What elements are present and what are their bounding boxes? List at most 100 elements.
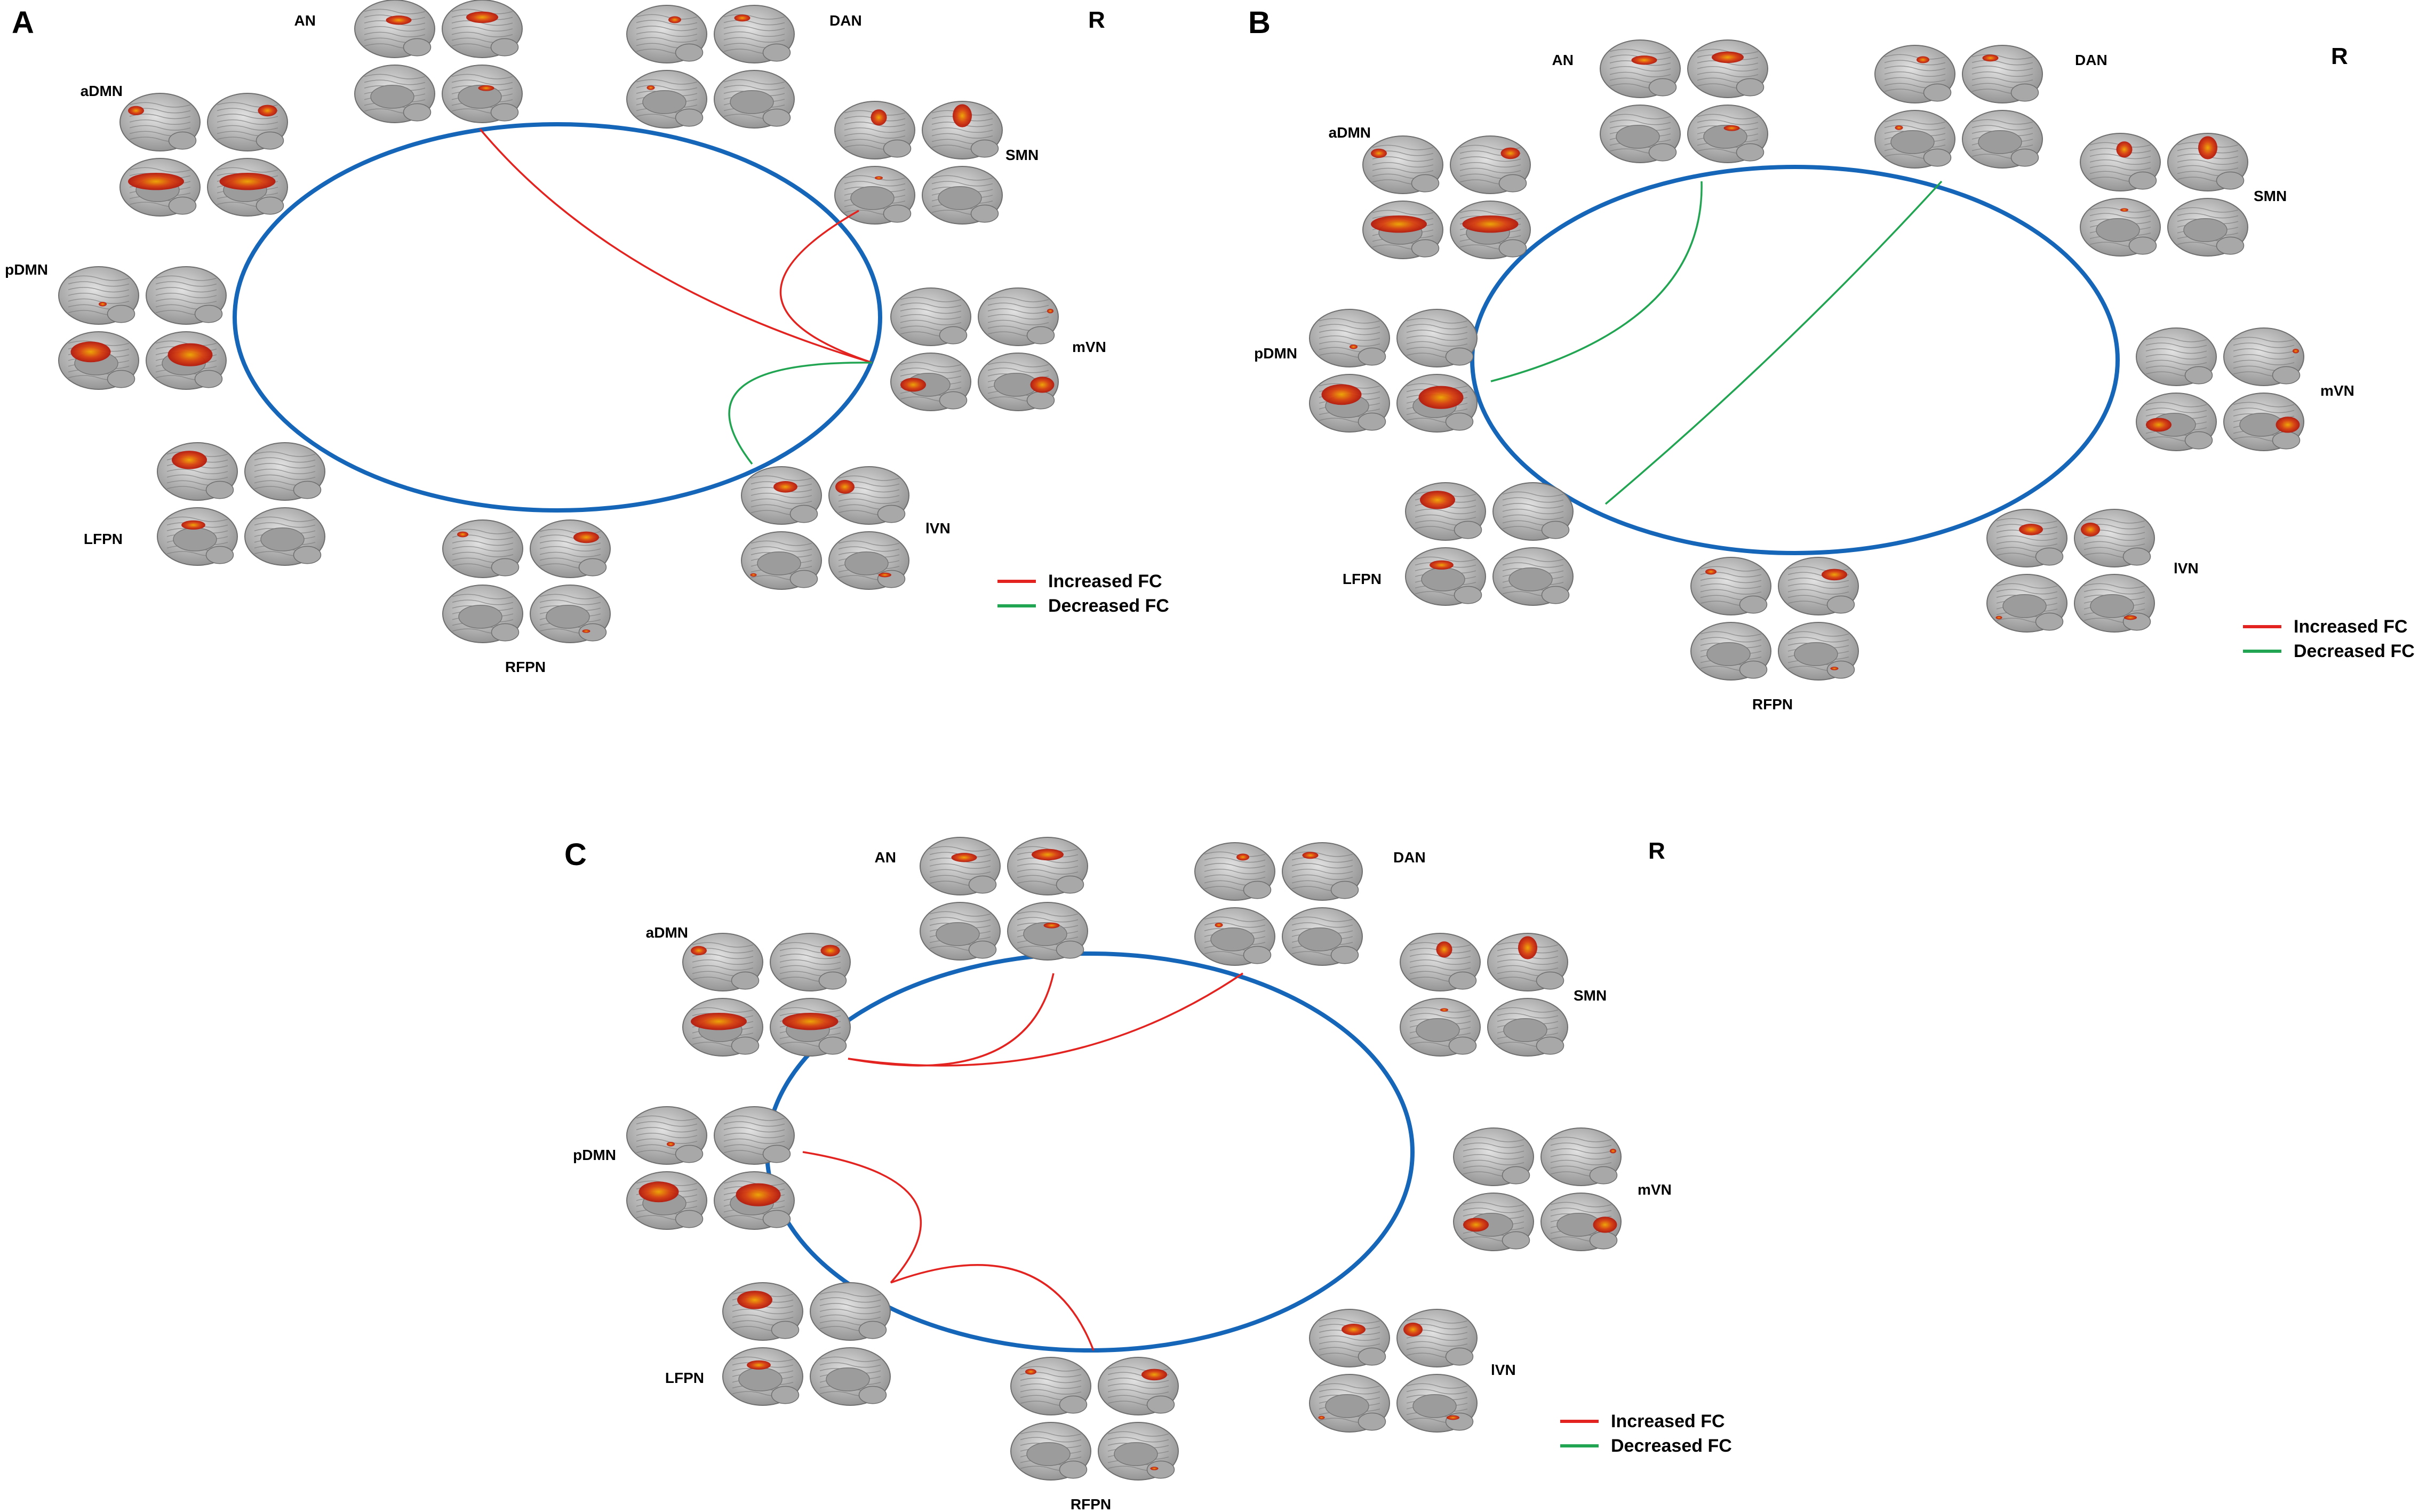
network-rfpn-brain-view-3 — [1010, 1422, 1091, 1481]
network-label-dan: DAN — [2075, 52, 2107, 68]
network-smn-activation — [1440, 1008, 1448, 1012]
hemisphere-label: R — [1648, 838, 1665, 864]
network-smn-brain-maps — [834, 101, 1003, 225]
network-label-lfpn: LFPN — [1343, 571, 1382, 587]
network-rfpn-activation — [1150, 1467, 1159, 1470]
network-smn-brain-view-4 — [2167, 198, 2248, 257]
connection-admn-an — [848, 973, 1055, 1067]
network-lfpn-brain-view-1 — [1405, 482, 1486, 541]
network-admn-brain-maps — [119, 93, 288, 217]
network-pdmn-brain-view-1 — [58, 266, 139, 325]
network-pdmn-activation — [70, 341, 111, 363]
network-an-activation — [1712, 51, 1744, 63]
network-rfpn-activation — [1141, 1369, 1167, 1381]
network-lfpn-activation — [737, 1291, 772, 1309]
network-label-rfpn: RFPN — [1752, 696, 1793, 713]
network-rfpn-brain-view-1 — [1010, 1357, 1091, 1415]
legend-label-increased: Increased FC — [1611, 1411, 1725, 1431]
network-lfpn-brain-view-1 — [157, 442, 238, 501]
network-smn-brain-view-2 — [1487, 933, 1568, 991]
network-mvn-brain-maps — [1453, 1127, 1622, 1251]
network-label-an: AN — [1552, 52, 1574, 68]
legend-label-decreased: Decreased FC — [1611, 1436, 1732, 1456]
network-dan-activation — [1917, 56, 1929, 63]
network-lvn-brain-view-3 — [741, 531, 822, 590]
network-dan-brain-view-4 — [714, 70, 795, 129]
network-smn-brain-view-3 — [2080, 198, 2161, 257]
network-pdmn-activation — [167, 343, 213, 366]
network-lfpn-brain-view-2 — [1492, 482, 1574, 541]
network-smn-brain-view-1 — [2080, 133, 2161, 191]
network-lvn-brain-view-4 — [1396, 1374, 1478, 1433]
network-dan-activation — [1895, 125, 1903, 130]
network-lfpn-brain-maps — [1405, 482, 1574, 606]
network-smn-activation — [953, 104, 972, 127]
connection-an-mvn — [479, 128, 873, 364]
network-admn-activation — [691, 1013, 747, 1030]
network-lfpn-activation — [1420, 491, 1455, 509]
network-pdmn-brain-view-2 — [146, 266, 227, 325]
network-rfpn-brain-view-1 — [1690, 557, 1771, 615]
network-an-brain-view-3 — [354, 65, 435, 123]
network-mvn-activation — [1047, 308, 1053, 314]
network-lvn-brain-view-2 — [1396, 1309, 1478, 1367]
network-an-activation — [386, 15, 412, 25]
network-admn-activation — [691, 946, 707, 956]
network-lvn-brain-maps — [1986, 509, 2155, 633]
network-dan-brain-view-1 — [626, 5, 707, 63]
network-lvn-activation — [1995, 615, 2002, 620]
connectivity-ring — [1470, 165, 2120, 555]
network-rfpn-activation — [1025, 1369, 1036, 1375]
network-lfpn-brain-view-4 — [1492, 547, 1574, 606]
connection-an-pdmn — [1490, 181, 1703, 382]
legend-label-increased: Increased FC — [1048, 571, 1162, 591]
network-label-dan: DAN — [1393, 849, 1426, 866]
network-lfpn-activation — [172, 451, 207, 469]
network-mvn-activation — [1593, 1217, 1617, 1233]
network-lvn-brain-view-4 — [828, 531, 909, 590]
network-admn-activation — [128, 106, 144, 116]
connection-mvn-lvn — [728, 362, 873, 465]
panel-label: A — [12, 5, 34, 40]
network-smn-brain-view-4 — [922, 166, 1003, 225]
network-rfpn-activation — [1705, 569, 1717, 575]
network-lvn-activation — [835, 479, 855, 494]
network-dan-activation — [1982, 54, 1999, 62]
network-rfpn-brain-maps — [442, 519, 611, 643]
network-dan-brain-view-2 — [714, 5, 795, 63]
network-an-brain-view-3 — [920, 902, 1001, 961]
network-an-brain-view-1 — [354, 0, 435, 58]
network-an-brain-maps — [1600, 39, 1768, 163]
network-dan-brain-view-3 — [626, 70, 707, 129]
network-admn-activation — [128, 173, 184, 190]
network-label-lvn: lVN — [1491, 1362, 1516, 1378]
network-rfpn-brain-view-2 — [530, 519, 611, 578]
network-mvn-activation — [1463, 1218, 1489, 1232]
network-lvn-brain-view-1 — [741, 466, 822, 525]
network-dan-brain-view-4 — [1962, 110, 2043, 169]
network-lvn-brain-view-1 — [1309, 1309, 1390, 1367]
network-label-pdmn: pDMN — [1254, 345, 1297, 362]
network-label-lfpn: LFPN — [84, 531, 123, 547]
network-dan-brain-maps — [1194, 842, 1363, 966]
network-lvn-brain-view-1 — [1986, 509, 2067, 567]
network-mvn-activation — [1610, 1148, 1616, 1154]
connection-pdmn-lfpn — [802, 1151, 922, 1284]
network-dan-brain-view-3 — [1194, 907, 1275, 966]
network-rfpn-brain-view-1 — [442, 519, 523, 578]
network-label-an: AN — [875, 849, 896, 866]
network-smn-brain-maps — [1400, 933, 1568, 1057]
network-pdmn-brain-view-1 — [626, 1106, 707, 1165]
network-admn-activation — [782, 1013, 839, 1030]
network-label-rfpn: RFPN — [505, 659, 546, 675]
network-admn-activation — [219, 173, 276, 190]
network-lvn-activation — [773, 481, 797, 493]
network-dan-brain-maps — [1874, 45, 2043, 169]
network-lfpn-brain-view-2 — [244, 442, 325, 501]
network-admn-brain-maps — [1362, 135, 1531, 259]
network-lfpn-brain-view-4 — [810, 1347, 891, 1406]
network-lvn-activation — [1342, 1324, 1366, 1335]
